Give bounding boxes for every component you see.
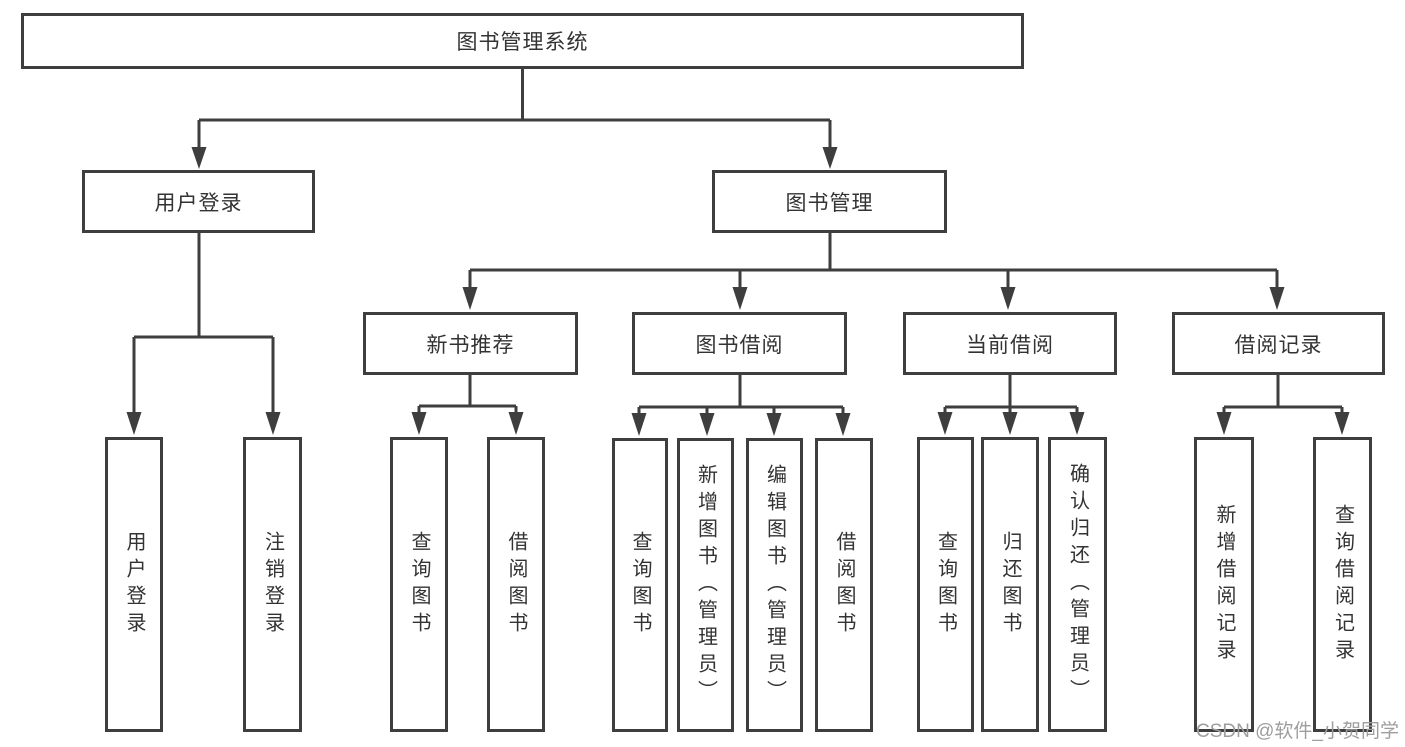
leaf-newbook-borrow: 借阅图书 — [487, 437, 545, 732]
node-book-borrow-label: 图书借阅 — [695, 333, 784, 357]
connector-borrow-records-branch — [1222, 375, 1344, 415]
watermark: CSDN @软件_小贺同学 — [1196, 721, 1399, 742]
connector-user-login-branch — [132, 233, 275, 415]
leaf-borrow-query: 查询图书 — [612, 438, 668, 732]
node-book-management: 图书管理 — [712, 170, 947, 233]
leaf-logout: 注销登录 — [243, 437, 302, 732]
node-new-book-recommend: 新书推荐 — [363, 312, 578, 375]
connector-current-borrow-branch — [943, 375, 1079, 415]
node-current-borrow-label: 当前借阅 — [966, 333, 1054, 357]
node-borrow-records-label: 借阅记录 — [1234, 333, 1323, 357]
leaf-current-confirm-return: 确认归还（管理员） — [1048, 437, 1107, 732]
node-borrow-records: 借阅记录 — [1172, 312, 1385, 375]
node-current-borrow: 当前借阅 — [903, 312, 1117, 375]
leaf-current-query: 查询图书 — [917, 437, 974, 732]
leaf-borrow-borrow-book: 借阅图书 — [815, 438, 873, 732]
connector-root-to-level2 — [197, 69, 832, 150]
leaf-borrow-edit-book: 编辑图书（管理员） — [746, 438, 803, 732]
node-user-login: 用户登录 — [82, 170, 315, 233]
node-book-borrow: 图书借阅 — [632, 312, 847, 375]
leaf-record-add: 新增借阅记录 — [1194, 437, 1254, 732]
leaf-user-login: 用户登录 — [105, 437, 163, 732]
node-root: 图书管理系统 — [21, 13, 1024, 69]
connector-book-borrow-branch — [637, 375, 845, 416]
node-book-management-label: 图书管理 — [785, 191, 874, 215]
arrowheads — [126, 147, 1350, 436]
leaf-record-query: 查询借阅记录 — [1313, 437, 1372, 732]
connector-new-book-branch — [417, 375, 518, 415]
connector-book-mgmt-to-level3 — [468, 233, 1279, 290]
leaf-newbook-query: 查询图书 — [390, 437, 448, 732]
node-new-book-recommend-label: 新书推荐 — [426, 333, 515, 357]
node-root-label: 图书管理系统 — [456, 31, 589, 54]
leaf-current-return: 归还图书 — [981, 437, 1039, 732]
leaf-borrow-add-book: 新增图书（管理员） — [677, 438, 734, 732]
node-user-login-label: 用户登录 — [154, 191, 243, 215]
